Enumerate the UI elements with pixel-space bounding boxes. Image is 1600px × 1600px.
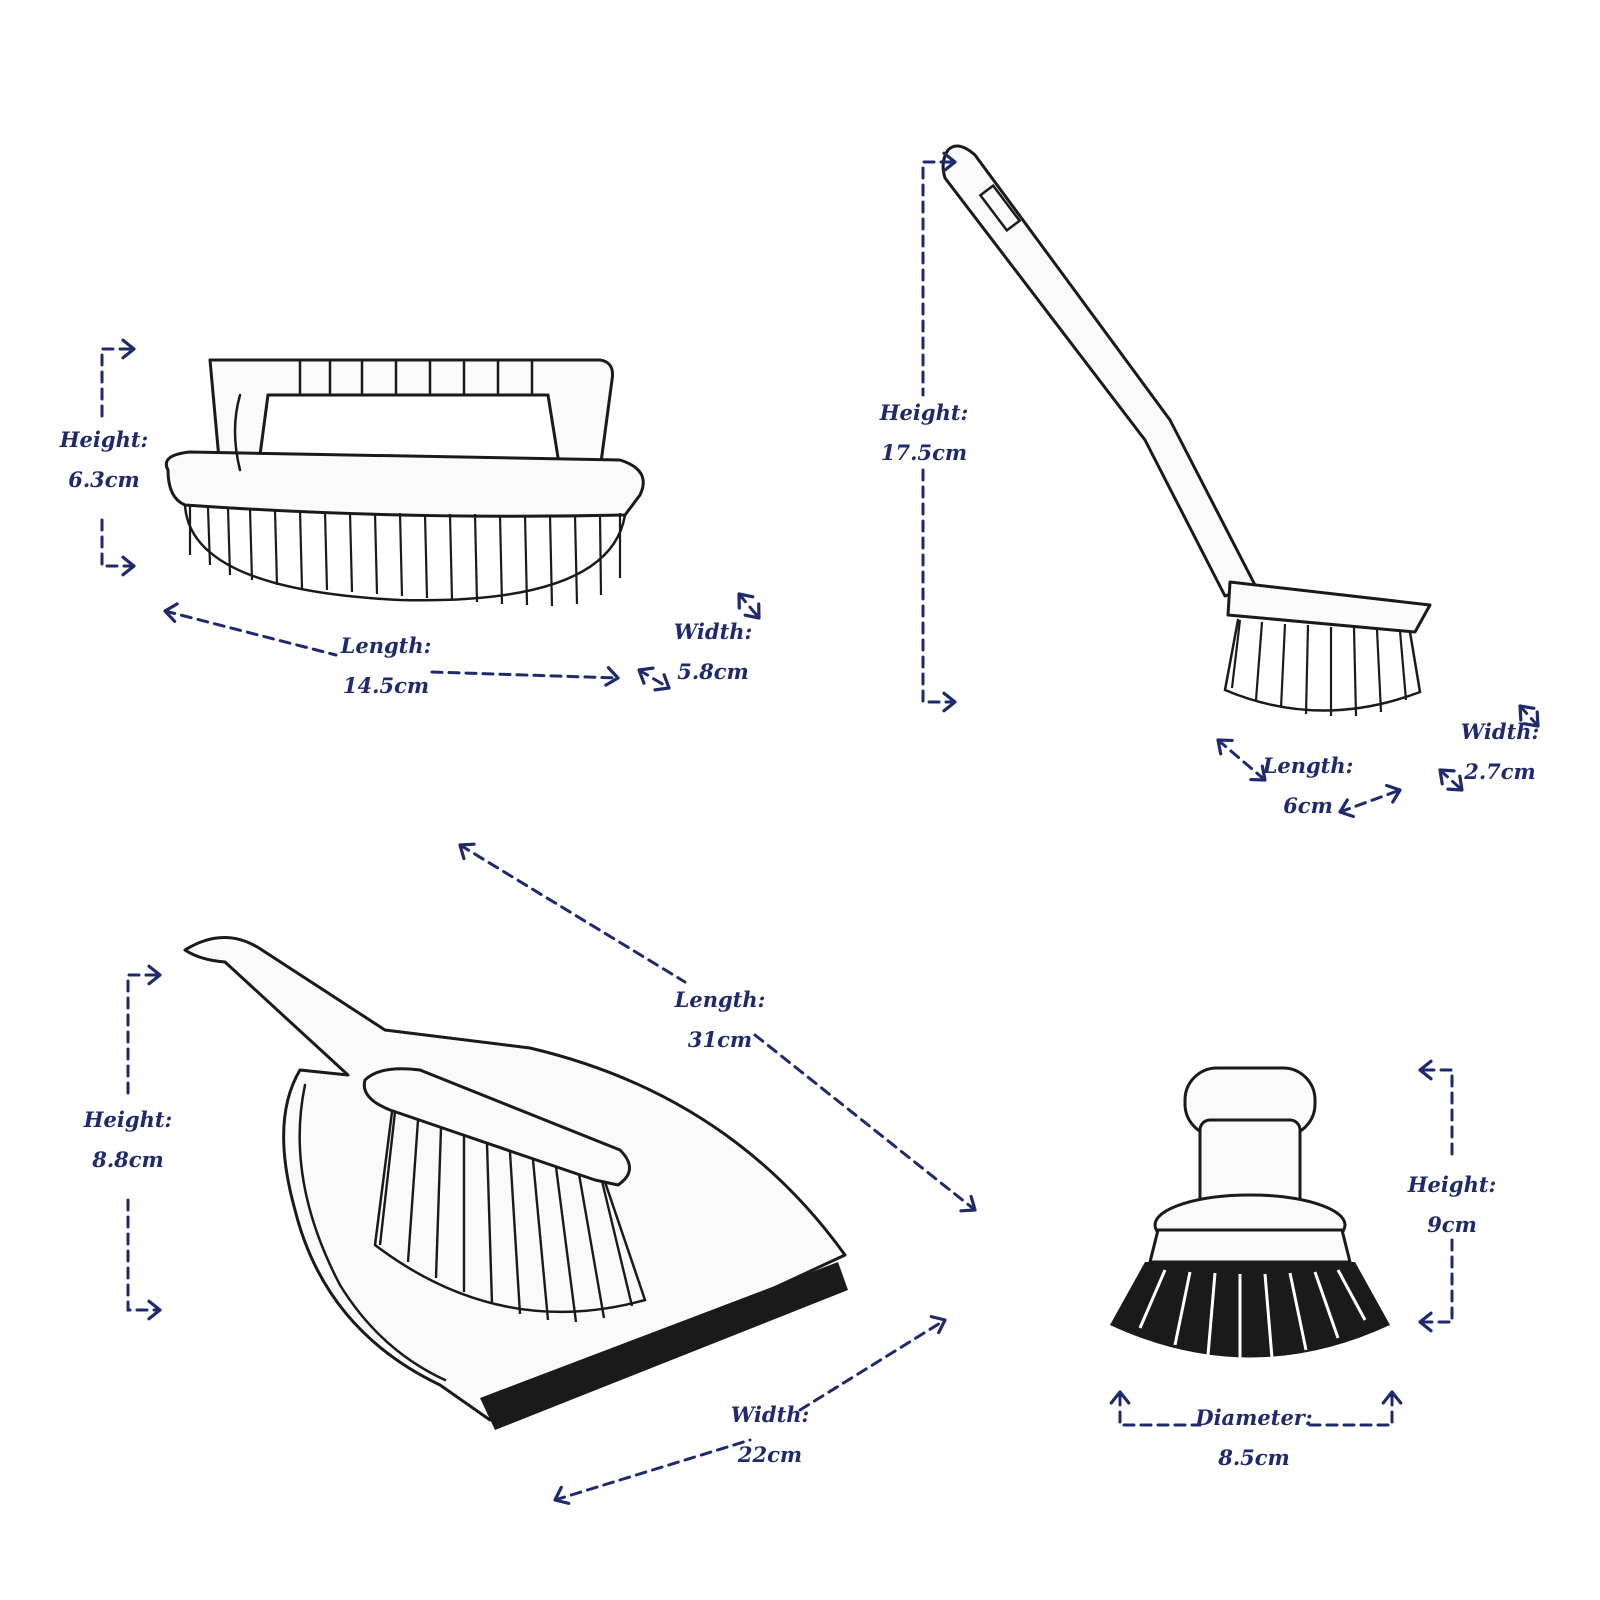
- dustpan-length-dim-arrow-b: [959, 1194, 977, 1213]
- dustpan-height-dim-top: [126, 973, 158, 1102]
- long-width-dim-low: [1438, 768, 1464, 792]
- long-brush-height-label: Height: 17.5cm: [880, 393, 969, 473]
- palm-diameter-dim-right: [1308, 1393, 1394, 1427]
- long-width-dim-high-arrow-a: [1518, 704, 1536, 722]
- scrub-brush-width-value: 5.8cm: [677, 659, 749, 684]
- palm-height-dim-bottom: [1422, 1238, 1454, 1324]
- dustpan-set-illustration: [183, 936, 848, 1430]
- scrub-length-dim-a: [163, 609, 338, 657]
- scrub-brush-length-value: 14.5cm: [342, 673, 430, 698]
- long-brush-length-label: Length: 6cm: [1263, 746, 1354, 826]
- long-brush-length-value: 6cm: [1283, 793, 1333, 818]
- long-brush-height-value: 17.5cm: [880, 440, 968, 465]
- scrub-length-dim-arrow-a: [163, 602, 179, 623]
- dustpan-length-value: 31cm: [687, 1027, 753, 1052]
- scrub-width-dim-low: [637, 668, 671, 690]
- scrub-brush-length-label: Length: 14.5cm: [341, 626, 432, 706]
- dustpan-length-dim-a: [458, 843, 687, 984]
- dimension-lines: [100, 151, 1540, 1505]
- long-height-dim-arrow-top: [942, 151, 957, 173]
- scrub-brush-width-label: Width: 5.8cm: [674, 612, 753, 692]
- scrub-height-dim-arrow-bottom: [121, 555, 136, 577]
- palm-brush-diameter-value: 8.5cm: [1218, 1445, 1290, 1470]
- palm-brush-height-label: Height: 9cm: [1408, 1165, 1497, 1245]
- dustpan-height-value: 8.8cm: [92, 1147, 164, 1172]
- dustpan-width-dim-arrow-a: [553, 1485, 571, 1505]
- long-handle-brush-illustration: [941, 144, 1432, 717]
- long-brush-height-caption: Height:: [879, 400, 969, 425]
- scrub-brush-width-caption: Width:: [673, 619, 753, 644]
- long-brush-length-caption: Length:: [1262, 753, 1354, 778]
- scrub-height-dim-arrow-top: [121, 338, 136, 360]
- long-length-dim-left-arrow-b: [1249, 764, 1267, 782]
- palm-brush-diameter-caption: Diameter:: [1195, 1405, 1313, 1430]
- dustpan-height-caption: Height:: [83, 1107, 173, 1132]
- dustpan-width-dim-b: [798, 1318, 947, 1412]
- long-length-dim-right: [1338, 788, 1402, 814]
- dustpan-width-dim-arrow-b: [929, 1315, 947, 1335]
- palm-brush-diameter-label: Diameter: 8.5cm: [1195, 1398, 1312, 1478]
- long-height-dim-arrow-bottom: [942, 691, 957, 713]
- palm-diameter-dim-left: [1118, 1393, 1202, 1427]
- scrub-height-dim-top: [100, 347, 132, 422]
- palm-brush-height-value: 9cm: [1427, 1212, 1477, 1237]
- scrub-length-dim-arrow-b: [604, 666, 620, 687]
- palm-diameter-arrow-left: [1109, 1390, 1131, 1405]
- dustpan-length-dim-arrow-a: [458, 842, 476, 861]
- long-brush-width-caption: Width:: [1460, 719, 1540, 744]
- dustpan-length-dim-b: [753, 1033, 977, 1212]
- long-width-dim-high-arrow-b: [1522, 710, 1540, 728]
- scrub-length-dim-b: [430, 670, 620, 680]
- dustpan-height-label: Height: 8.8cm: [84, 1100, 173, 1180]
- scrub-brush-length-caption: Length:: [340, 633, 432, 658]
- dustpan-width-value: 22cm: [737, 1442, 803, 1467]
- long-length-dim-right-arrow-b: [1385, 783, 1402, 804]
- long-length-dim-right-arrow-a: [1338, 798, 1355, 819]
- dustpan-width-label: Width: 22cm: [731, 1395, 810, 1475]
- palm-brush-illustration: [1110, 1066, 1390, 1360]
- palm-height-dim-arrow-top: [1418, 1059, 1433, 1081]
- dustpan-height-dim-arrow-top: [147, 964, 162, 986]
- scrub-width-dim-high-arrow-b: [743, 602, 761, 620]
- dustpan-width-dim-a: [553, 1438, 752, 1502]
- dustpan-height-dim-bottom: [126, 1198, 158, 1312]
- long-length-dim-left-arrow-a: [1216, 738, 1234, 756]
- dustpan-length-label: Length: 31cm: [675, 980, 766, 1060]
- long-width-dim-low-arrow-b: [1446, 774, 1464, 792]
- long-height-dim-bottom: [921, 468, 953, 704]
- scrub-width-dim-high-arrow-a: [737, 592, 755, 610]
- dustpan-length-caption: Length:: [674, 987, 766, 1012]
- scrub-width-dim-low-arrow-a: [637, 666, 655, 685]
- long-brush-width-value: 2.7cm: [1464, 759, 1536, 784]
- scrub-brush-illustration: [164, 358, 645, 607]
- scrub-brush-height-caption: Height:: [59, 427, 149, 452]
- scrub-brush-height-label: Height: 6.3cm: [60, 420, 149, 500]
- dustpan-width-caption: Width:: [730, 1402, 810, 1427]
- palm-height-dim-arrow-bottom: [1418, 1311, 1433, 1333]
- palm-diameter-arrow-right: [1381, 1390, 1403, 1405]
- dustpan-height-dim-arrow-bottom: [147, 1299, 162, 1321]
- palm-brush-height-caption: Height:: [1407, 1172, 1497, 1197]
- scrub-width-dim-high: [737, 592, 761, 620]
- scrub-brush-height-value: 6.3cm: [68, 467, 140, 492]
- palm-height-dim-top: [1422, 1068, 1454, 1162]
- long-width-dim-high: [1518, 704, 1540, 728]
- long-height-dim-top: [921, 160, 953, 397]
- long-width-dim-low-arrow-a: [1438, 768, 1456, 786]
- long-length-dim-left: [1216, 738, 1267, 782]
- long-brush-width-label: Width: 2.7cm: [1461, 712, 1540, 792]
- scrub-width-dim-low-arrow-b: [653, 673, 671, 692]
